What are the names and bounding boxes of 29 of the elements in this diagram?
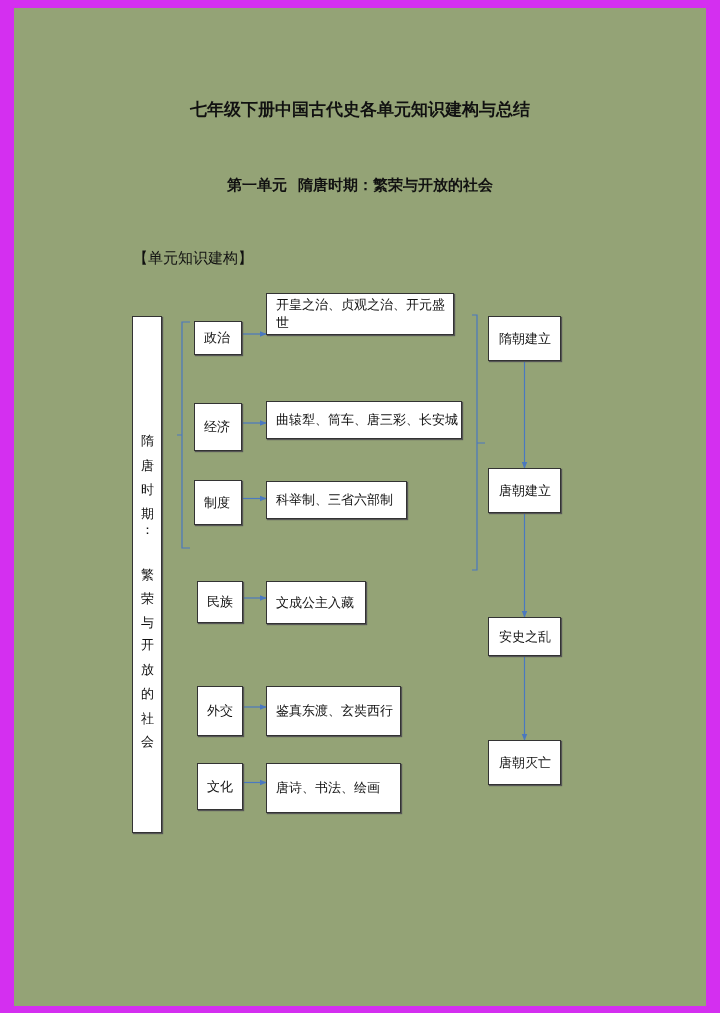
arrow — [521, 360, 528, 469]
event-box: 安史之乱 — [488, 617, 561, 656]
content-box: 文成公主入藏 — [266, 581, 366, 624]
event-box: 唐朝建立 — [488, 468, 561, 513]
category-box: 民族 — [197, 581, 243, 623]
content-box: 科举制、三省六部制 — [266, 481, 407, 519]
arrow — [521, 512, 528, 618]
event-box: 唐朝灭亡 — [488, 740, 561, 785]
content-box: 鉴真东渡、玄奘西行 — [266, 686, 401, 736]
arrow — [242, 595, 267, 601]
category-box: 文化 — [197, 763, 243, 810]
category-box: 政治 — [194, 321, 242, 355]
arrow — [241, 331, 267, 337]
event-box: 隋朝建立 — [488, 316, 561, 361]
subtitle: 第一单元 隋唐时期：繁荣与开放的社会 — [226, 176, 494, 195]
arrow — [242, 704, 267, 710]
content-box: 唐诗、书法、绘画 — [266, 763, 401, 813]
category-box: 制度 — [194, 480, 242, 525]
theme-box: 隋唐时期：繁荣与开放的社会 — [132, 316, 162, 833]
arrow — [242, 779, 267, 786]
section-heading: 【单元知识建构】 — [133, 249, 254, 268]
arrow — [241, 420, 267, 426]
category-box: 外交 — [197, 686, 243, 736]
content-box: 曲辕犁、筒车、唐三彩、长安城 — [266, 401, 462, 439]
content-box: 开皇之治、贞观之治、开元盛世 — [266, 293, 454, 335]
arrow — [241, 495, 267, 502]
category-box: 经济 — [194, 403, 242, 451]
title: 七年级下册中国古代史各单元知识建构与总结 — [189, 98, 531, 121]
arrow — [521, 655, 528, 741]
